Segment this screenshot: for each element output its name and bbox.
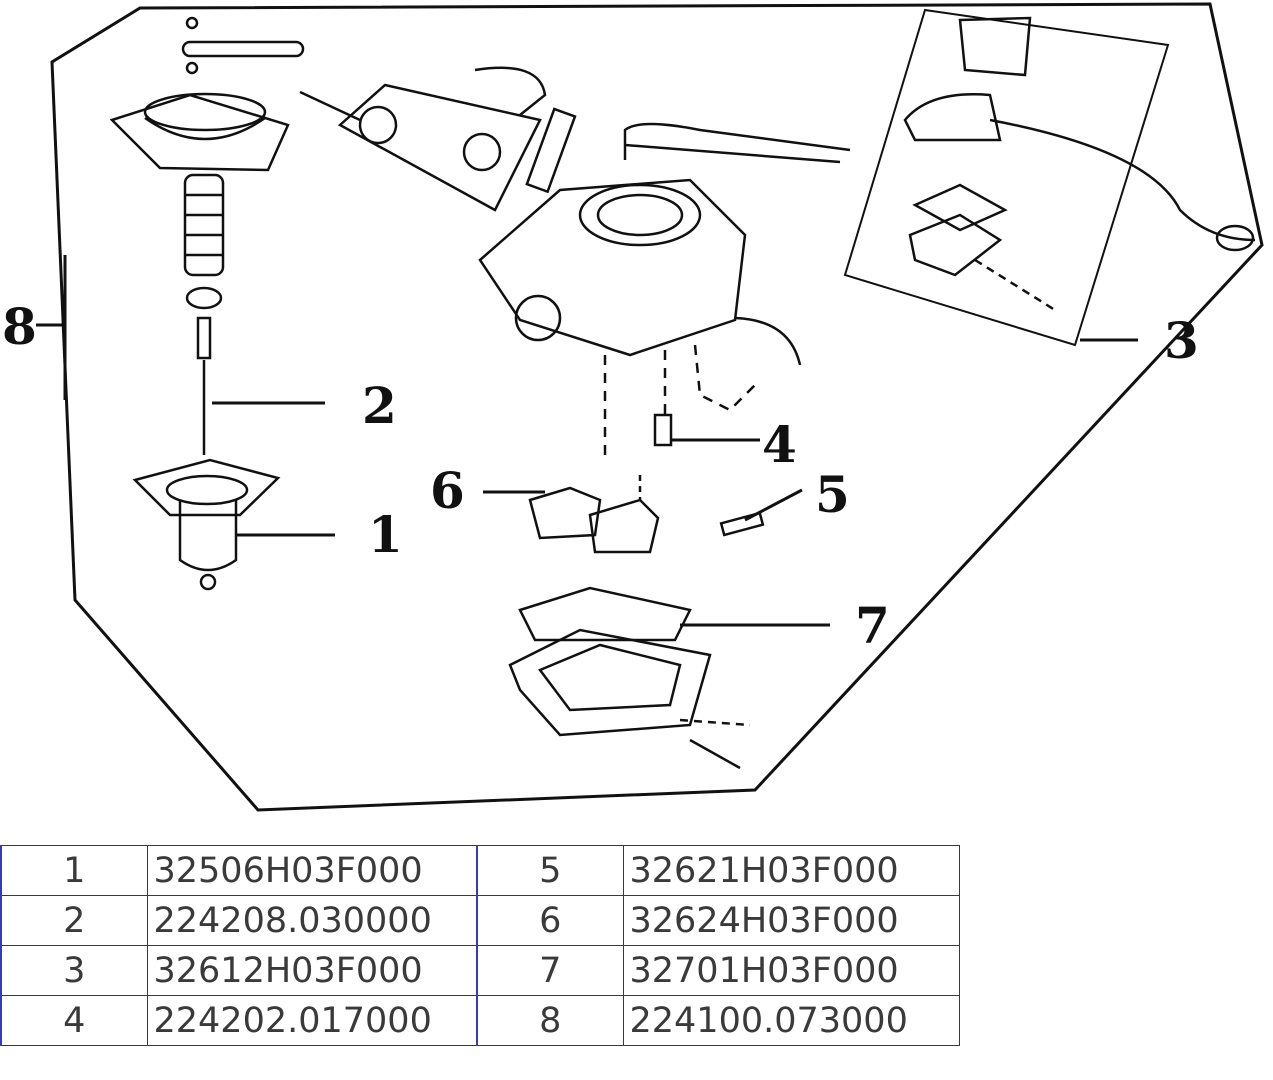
callout-3: 3 bbox=[1164, 311, 1199, 370]
table-row: 3 32612H03F000 7 32701H03F000 bbox=[0, 945, 960, 996]
part-code: 32701H03F000 bbox=[622, 945, 960, 996]
parts-table: 1 32506H03F000 5 32621H03F000 2 224208.0… bbox=[0, 845, 960, 1046]
auto-choke-assembly bbox=[903, 16, 1256, 312]
part-code: 32624H03F000 bbox=[622, 895, 960, 946]
part-number: 1 bbox=[0, 845, 148, 896]
part-number: 3 bbox=[0, 945, 148, 996]
carburetor-body bbox=[478, 122, 851, 455]
subassembly-3-box bbox=[843, 8, 1170, 347]
callout-6: 6 bbox=[430, 461, 465, 520]
callout-7: 7 bbox=[855, 596, 890, 655]
leader-lines bbox=[212, 338, 1138, 627]
part-code: 32612H03F000 bbox=[146, 945, 478, 996]
part-code: 224208.030000 bbox=[146, 895, 478, 946]
part-number: 5 bbox=[476, 845, 624, 896]
callout-5: 5 bbox=[815, 465, 850, 524]
part-code: 224202.017000 bbox=[146, 995, 478, 1046]
carburetor-exploded-diagram: 1 2 3 4 5 6 7 8 bbox=[2, 2, 1264, 812]
table-row: 2 224208.030000 6 32624H03F000 bbox=[0, 895, 960, 946]
callout-1: 1 bbox=[368, 505, 403, 564]
float-and-pins bbox=[528, 413, 765, 554]
part-number: 8 bbox=[476, 995, 624, 1046]
assembly-outline bbox=[50, 2, 1264, 812]
part-code: 32506H03F000 bbox=[146, 845, 478, 896]
part-number: 2 bbox=[0, 895, 148, 946]
part-number: 7 bbox=[476, 945, 624, 996]
pilot-screw-group bbox=[299, 66, 577, 212]
table-row: 4 224202.017000 8 224100.073000 bbox=[0, 995, 960, 1046]
part-number: 4 bbox=[0, 995, 148, 1046]
part-code: 224100.073000 bbox=[622, 995, 960, 1046]
item-8-bracket bbox=[36, 255, 67, 400]
callout-8: 8 bbox=[2, 297, 37, 356]
part-number: 6 bbox=[476, 895, 624, 946]
callout-4: 4 bbox=[762, 415, 797, 474]
diaphragm-assembly bbox=[109, 16, 305, 591]
part-code: 32621H03F000 bbox=[622, 845, 960, 896]
float-chamber bbox=[508, 586, 751, 770]
callout-2: 2 bbox=[362, 376, 397, 435]
table-row: 1 32506H03F000 5 32621H03F000 bbox=[0, 845, 960, 896]
